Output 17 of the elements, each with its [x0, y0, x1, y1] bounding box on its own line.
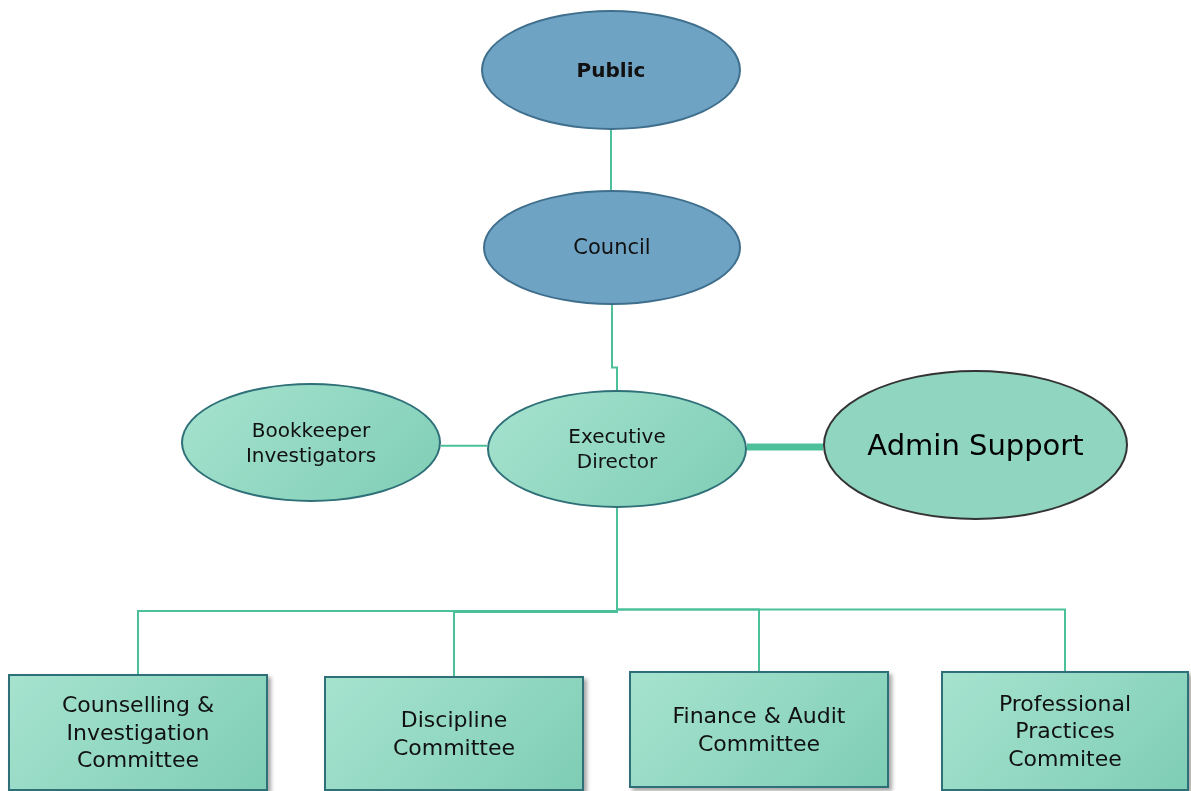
connector-line	[611, 304, 618, 391]
committee-box	[941, 671, 1189, 791]
node-label: Finance & Audit Committee	[671, 702, 847, 757]
connector-line	[440, 444, 488, 447]
node-label: Professional Practices Commitee	[997, 689, 1133, 773]
node-label: Discipline Committee	[391, 706, 517, 761]
node-label: Counselling & Investigation Committee	[60, 691, 216, 774]
committee-box	[324, 676, 584, 791]
node-label: Public	[576, 57, 646, 83]
node-label: Executive Director	[567, 424, 667, 474]
node-label: Bookkeeper Investigators	[244, 417, 378, 468]
node-label: Council	[573, 234, 651, 261]
connector-line	[610, 129, 612, 191]
committee-box	[629, 671, 889, 788]
node-label: Admin Support	[867, 426, 1084, 464]
connector-line	[747, 443, 823, 451]
committee-box	[8, 674, 268, 791]
